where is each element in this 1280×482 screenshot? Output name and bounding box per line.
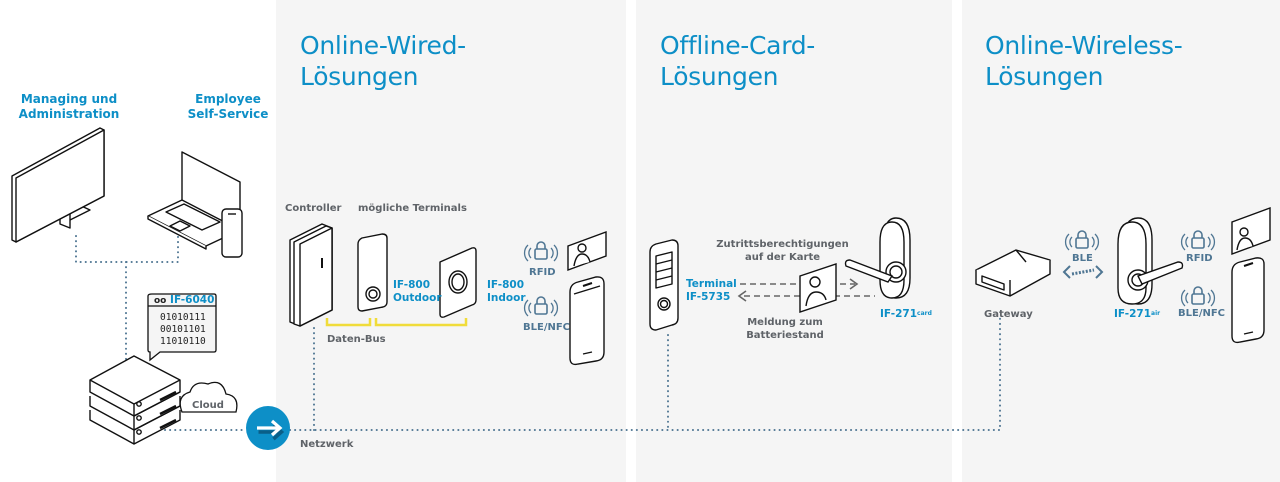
phone-icon [1231, 257, 1265, 344]
lock-wireless-icon [523, 241, 559, 262]
lock-wireless-icon [1180, 286, 1216, 307]
employee-self-service-label: Employee Self-Service [187, 92, 269, 121]
access-card-icon [799, 263, 837, 313]
door-lock-air-icon [1117, 217, 1184, 305]
gateway-label: Gateway [984, 309, 1033, 320]
panel-title-online-wired: Online-Wired- Lösungen [300, 31, 466, 91]
door-lock-card-icon [844, 217, 911, 299]
controller-label: Controller [285, 203, 342, 214]
network-label: Netzwerk [300, 439, 354, 450]
controller-icon [289, 223, 333, 327]
phone-icon [569, 276, 605, 366]
cloud-icon [179, 381, 238, 413]
if-800-indoor-icon [439, 247, 477, 318]
server-callout-bubble [147, 293, 217, 362]
ble-nfc-label: BLE/NFC [523, 322, 571, 333]
network-lines [75, 235, 1001, 431]
server-callout-title: oo IF-6040 [154, 294, 215, 306]
battery-status-label: Meldung zum Batteriestand [746, 317, 824, 341]
rfid-card-icon [567, 230, 607, 272]
terminal-if-5735-label: Terminal IF-5735 [686, 278, 737, 303]
monitor-icon [11, 127, 105, 243]
binary-line: 00101101 [160, 324, 206, 335]
ble-link-icon [1062, 265, 1104, 279]
lock-wireless-icon [1064, 230, 1100, 251]
if-271-card-label: IF-271card [880, 308, 932, 320]
panel-online-wired [276, 0, 626, 482]
network-arrow-icon [246, 406, 290, 450]
rfid-label: RFID [1186, 253, 1213, 264]
terminal-if-5735-icon [649, 239, 679, 331]
cloud-label: Cloud [192, 400, 224, 411]
binary-line: 01010111 [160, 312, 206, 323]
access-rights-label: Zutrittsberechtigungen auf der Karte [716, 239, 849, 263]
lock-wireless-icon [523, 296, 559, 317]
panel-title-offline-card: Offline-Card- Lösungen [660, 31, 816, 91]
rfid-label: RFID [529, 267, 556, 278]
dots-icon: oo [154, 296, 167, 306]
phone-icon [221, 208, 243, 258]
panel-title-online-wireless: Online-Wireless- Lösungen [985, 31, 1183, 91]
if-800-indoor-label: IF-800 Indoor [487, 279, 526, 304]
data-bus-lines [325, 318, 468, 327]
ble-label: BLE [1072, 253, 1093, 264]
gateway-icon [975, 249, 1051, 297]
if-271-air-label: IF-271air [1114, 308, 1161, 320]
if-800-outdoor-icon [357, 233, 388, 312]
possible-terminals-label: mögliche Terminals [358, 203, 467, 214]
server-stack-icon [89, 355, 181, 445]
rfid-card-icon [1231, 206, 1271, 256]
managing-administration-label: Managing und Administration [18, 92, 120, 121]
binary-line: 11010110 [160, 336, 206, 347]
ble-nfc-label: BLE/NFC [1178, 308, 1226, 319]
lock-wireless-icon [1180, 230, 1216, 251]
data-bus-label: Daten-Bus [327, 334, 386, 345]
if-800-outdoor-label: IF-800 Outdoor [393, 279, 442, 304]
